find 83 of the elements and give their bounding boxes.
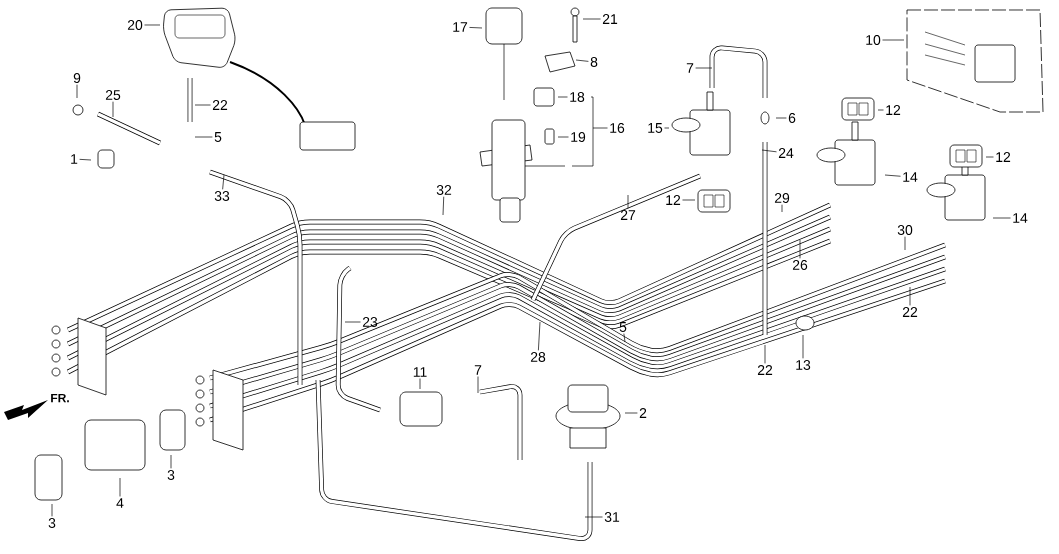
callout-number: 5 xyxy=(619,322,627,332)
leader-line xyxy=(882,39,905,41)
callout-number: 20 xyxy=(127,20,143,30)
leader-line xyxy=(144,24,161,26)
callout-number: 29 xyxy=(774,193,790,203)
leader-line xyxy=(775,117,787,119)
callout-number: 10 xyxy=(866,35,881,45)
leader-line xyxy=(624,412,638,414)
leader-line xyxy=(695,67,713,69)
leader-line xyxy=(477,376,479,394)
leader-line xyxy=(76,84,78,99)
leader-line xyxy=(781,204,783,213)
leader-line xyxy=(557,136,569,138)
callout-number: 17 xyxy=(453,22,468,32)
callout-number: 3 xyxy=(167,470,175,480)
leader-line xyxy=(119,477,121,497)
direction-label: FR. xyxy=(51,393,69,403)
leader-line xyxy=(682,199,696,201)
callout-number: 28 xyxy=(530,352,546,362)
leader-line xyxy=(344,321,361,323)
callout-number: 27 xyxy=(620,210,636,220)
callout-number: 4 xyxy=(116,498,124,508)
callout-number: 6 xyxy=(788,113,796,123)
leader-line xyxy=(442,196,445,216)
leader-line xyxy=(904,236,906,251)
leader-line xyxy=(802,334,804,359)
leader-line xyxy=(112,101,114,118)
callout-number: 2 xyxy=(639,408,647,418)
callout-number: 5 xyxy=(214,132,222,142)
callout-number: 14 xyxy=(1013,213,1028,223)
callout-number: 16 xyxy=(610,123,625,133)
leader-line xyxy=(571,96,608,167)
callout-number: 22 xyxy=(757,365,773,375)
callout-number: 31 xyxy=(604,512,620,522)
callout-number: 9 xyxy=(73,73,81,83)
callout-number: 8 xyxy=(590,57,598,67)
callout-number: 26 xyxy=(792,260,808,270)
callout-number: 1 xyxy=(71,154,78,164)
callout-number: 15 xyxy=(648,123,663,133)
leader-line xyxy=(194,104,211,106)
leader-line xyxy=(469,27,483,29)
leader-line xyxy=(884,174,901,177)
leader-line xyxy=(582,18,601,20)
leader-line xyxy=(764,344,766,364)
callout-number: 19 xyxy=(571,132,586,142)
callout-number: 7 xyxy=(474,365,482,375)
callout-number: 21 xyxy=(602,14,618,24)
leader-line xyxy=(761,149,777,153)
callout-number: 23 xyxy=(362,317,378,327)
callout-number: 11 xyxy=(413,367,427,377)
callout-number: 22 xyxy=(902,307,918,317)
callout-number: 18 xyxy=(570,92,585,102)
callout-number: 12 xyxy=(886,105,901,115)
leader-line xyxy=(222,174,225,190)
callout-number: 14 xyxy=(903,172,918,182)
leader-line xyxy=(557,96,568,98)
callout-number: 7 xyxy=(686,63,694,73)
leader-line xyxy=(170,454,172,469)
leader-line xyxy=(664,127,670,129)
leader-line xyxy=(79,159,92,161)
leader-line xyxy=(575,59,589,62)
leader-line xyxy=(538,321,541,351)
callout-number: 30 xyxy=(897,225,913,235)
callout-number: 12 xyxy=(666,195,681,205)
leader-line xyxy=(584,516,603,518)
leader-line xyxy=(51,503,53,517)
callout-number: 3 xyxy=(48,518,56,528)
leader-line xyxy=(877,109,884,111)
leader-line xyxy=(992,217,1011,219)
callout-number: 12 xyxy=(996,152,1011,162)
callout-number: 24 xyxy=(778,148,794,158)
callout-number: 13 xyxy=(796,360,811,370)
leader-line xyxy=(909,286,911,306)
leader-line xyxy=(419,378,421,390)
leader-line xyxy=(985,156,994,158)
leader-line xyxy=(627,194,629,209)
leader-line xyxy=(194,136,213,138)
callout-number: 32 xyxy=(436,185,452,195)
leader-line xyxy=(623,333,626,343)
callout-number: 33 xyxy=(214,191,230,201)
callout-number: 22 xyxy=(212,100,228,110)
callout-number: 25 xyxy=(105,90,121,100)
leader-line xyxy=(799,239,801,259)
